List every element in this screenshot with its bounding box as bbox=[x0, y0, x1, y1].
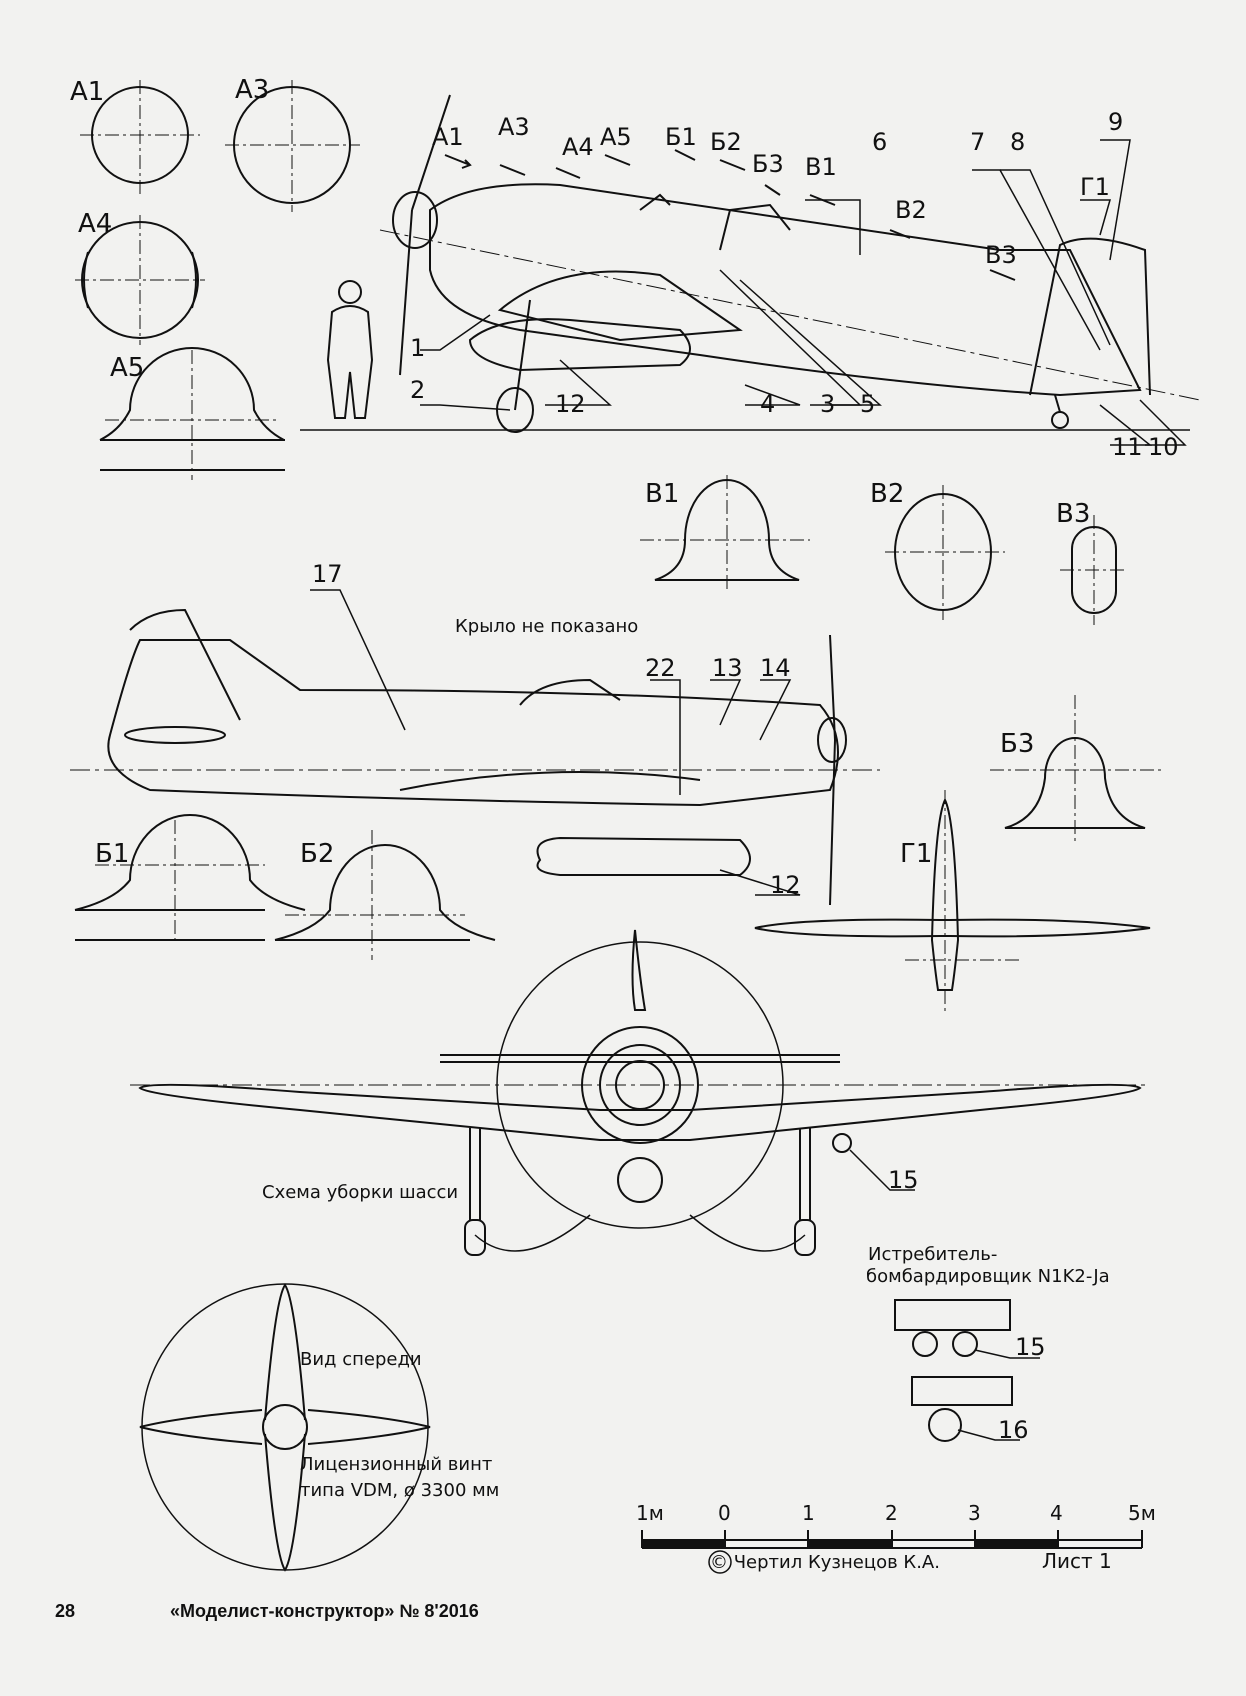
callout-15-variant: 15 bbox=[1015, 1333, 1046, 1361]
cut-v2: В2 bbox=[895, 196, 927, 224]
callout-22: 22 bbox=[645, 654, 676, 682]
note-propeller-line2: типа VDM, ø 3300 мм bbox=[300, 1480, 499, 1501]
callout-16: 16 bbox=[998, 1416, 1029, 1444]
propeller-front-view bbox=[139, 1283, 431, 1572]
section-b3-right bbox=[990, 695, 1165, 845]
section-b2-lower bbox=[274, 830, 496, 960]
copyright-symbol bbox=[708, 1550, 732, 1574]
scale-tick-label: 2 bbox=[885, 1501, 898, 1525]
cut-b3: Б3 bbox=[752, 150, 784, 178]
section-v2 bbox=[885, 485, 1005, 620]
scale-tick-label: 3 bbox=[968, 1501, 981, 1525]
callout-2: 2 bbox=[410, 376, 425, 404]
front-view bbox=[130, 929, 1150, 1256]
note-propeller-line1: Лицензионный винт bbox=[300, 1454, 492, 1475]
callout-6: 6 bbox=[872, 128, 887, 156]
callout-4: 4 bbox=[760, 390, 775, 418]
callout-5: 5 bbox=[860, 390, 875, 418]
label-a1: А1 bbox=[70, 77, 104, 107]
label-b3: Б3 bbox=[1000, 729, 1034, 759]
variant-rack-15 bbox=[894, 1299, 1040, 1359]
front-leader-lines bbox=[849, 1149, 915, 1191]
callout-14: 14 bbox=[760, 654, 791, 682]
callout-12-mid: 12 bbox=[770, 871, 801, 899]
page-number: 28 bbox=[55, 1601, 75, 1621]
cut-b2: Б2 bbox=[710, 128, 742, 156]
section-a1 bbox=[80, 80, 200, 195]
note-variant-line1: Истребитель- bbox=[868, 1244, 997, 1265]
scale-tick-label: 1 bbox=[802, 1501, 815, 1525]
callout-10: 10 bbox=[1148, 433, 1179, 461]
scale-tick-label: 4 bbox=[1050, 1501, 1063, 1525]
cut-a4: А4 bbox=[562, 133, 594, 161]
note-variant-line2: бомбардировщик N1K2-Ja bbox=[866, 1266, 1110, 1287]
callout-17: 17 bbox=[312, 560, 343, 588]
callout-15-front: 15 bbox=[888, 1166, 919, 1194]
scale-tick-label: 5м bbox=[1128, 1501, 1156, 1525]
note-gear-retraction: Схема уборки шасси bbox=[262, 1182, 458, 1203]
callout-7: 7 bbox=[970, 128, 985, 156]
cut-a3: А3 bbox=[498, 113, 530, 141]
callout-9: 9 bbox=[1108, 108, 1123, 136]
pilot-figure bbox=[326, 280, 374, 419]
label-v2: В2 bbox=[870, 479, 904, 509]
section-v3 bbox=[1060, 515, 1128, 625]
middle-leader-lines bbox=[310, 589, 801, 896]
cut-b1: Б1 bbox=[665, 123, 697, 151]
scale-tick-label: 0 bbox=[718, 1501, 731, 1525]
callout-12-top: 12 bbox=[555, 390, 586, 418]
callout-8: 8 bbox=[1010, 128, 1025, 156]
section-a3 bbox=[225, 80, 360, 212]
credit-author: © Чертил Кузнецов К.А. bbox=[710, 1552, 940, 1573]
note-wing-not-shown: Крыло не показано bbox=[455, 616, 638, 637]
callout-11: 11 bbox=[1112, 433, 1143, 461]
label-a5: А5 bbox=[110, 353, 144, 383]
cut-v3: В3 bbox=[985, 241, 1017, 269]
callout-1: 1 bbox=[410, 334, 425, 362]
label-a4: А4 bbox=[78, 209, 112, 239]
credit-sheet: Лист 1 bbox=[1042, 1549, 1112, 1573]
label-g1: Г1 bbox=[900, 839, 932, 869]
callout-13: 13 bbox=[712, 654, 743, 682]
note-front-view: Вид спереди bbox=[300, 1349, 422, 1370]
section-a4 bbox=[75, 215, 205, 345]
top-leader-lines bbox=[420, 139, 1187, 446]
label-v1: В1 bbox=[645, 479, 679, 509]
label-b1: Б1 bbox=[95, 839, 129, 869]
scale-bar bbox=[641, 1530, 1143, 1549]
tail-top-view bbox=[754, 790, 1151, 1015]
variant-rack-16 bbox=[911, 1376, 1020, 1442]
section-v1 bbox=[640, 475, 810, 590]
section-a5 bbox=[99, 347, 285, 480]
side-view-top bbox=[300, 94, 1201, 433]
labels: А1 А3 А4 А5 А1 А3 А4 А5 Б1 Б2 Б3 В1 В2 В… bbox=[55, 75, 1179, 1621]
cut-a5: А5 bbox=[600, 123, 632, 151]
section-cut-marks bbox=[444, 149, 1016, 281]
magazine-title: «Моделист-конструктор» № 8'2016 bbox=[170, 1601, 479, 1621]
label-b2: Б2 bbox=[300, 839, 334, 869]
label-v3: В3 bbox=[1056, 499, 1090, 529]
cut-v1: В1 bbox=[805, 153, 837, 181]
side-view-middle bbox=[70, 608, 880, 906]
label-a3: А3 bbox=[235, 75, 269, 105]
callout-3: 3 bbox=[820, 390, 835, 418]
cut-g1: Г1 bbox=[1080, 173, 1110, 201]
scale-tick-label: 1м bbox=[636, 1501, 664, 1525]
section-b1-lower bbox=[74, 814, 306, 945]
cut-a1: А1 bbox=[432, 123, 464, 151]
